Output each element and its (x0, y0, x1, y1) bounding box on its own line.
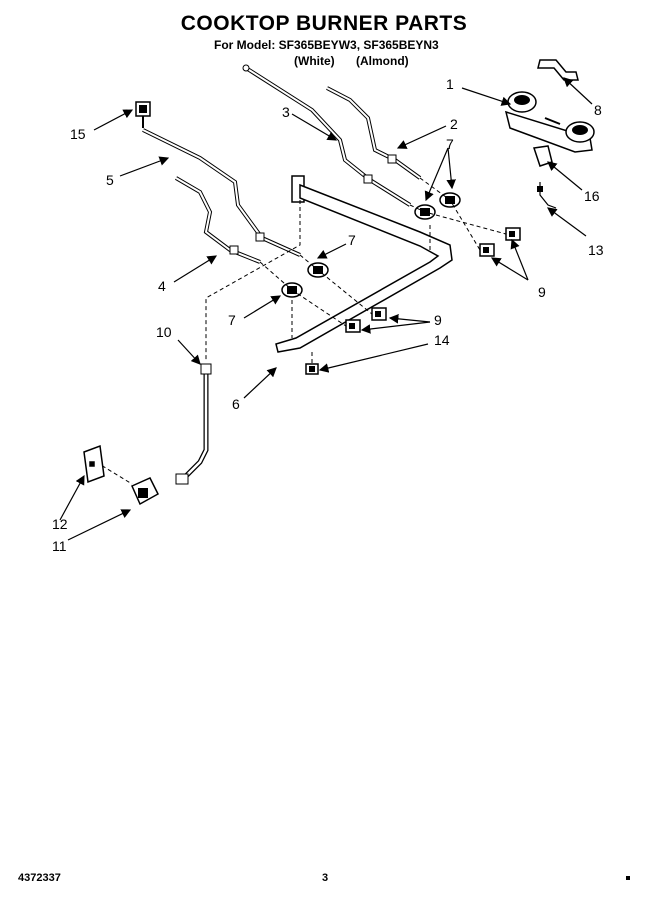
model-line: For Model: SF365BEYW3, SF365BEYN3 (214, 38, 439, 52)
burner-clip-9-d (345, 319, 361, 333)
callout-13: 13 (588, 242, 604, 258)
callout-9-lower: 9 (434, 312, 442, 328)
bracket-8 (537, 59, 579, 81)
variant-almond: (Almond) (356, 54, 409, 68)
callout-12: 12 (52, 516, 68, 532)
assembly-lines (95, 177, 507, 485)
electrode-13 (537, 182, 557, 209)
fitting-15 (135, 101, 151, 128)
callout-1: 1 (446, 76, 454, 92)
burner-clip-9-a (505, 227, 521, 241)
burner-base-1 (504, 91, 595, 153)
corner-mark (626, 876, 630, 880)
gas-tube-2 (326, 86, 422, 180)
burner-clip-9-c (371, 307, 387, 321)
page-number: 3 (322, 872, 329, 884)
screw-14 (305, 363, 319, 375)
page-title: COOKTOP BURNER PARTS (180, 12, 468, 35)
leader-lines (59, 77, 593, 541)
callout-7-left: 7 (228, 312, 236, 328)
callout-10: 10 (156, 324, 172, 340)
document-number: 4372337 (18, 872, 61, 884)
callout-8: 8 (594, 102, 602, 118)
callout-6: 6 (232, 396, 240, 412)
variant-white: (White) (294, 54, 335, 68)
valve-tube-10 (175, 363, 212, 485)
callout-3: 3 (282, 104, 290, 120)
callout-11: 11 (52, 538, 67, 554)
callout-5: 5 (106, 172, 114, 188)
gas-tube-4 (174, 176, 261, 264)
valve-bracket-12 (83, 444, 105, 484)
manifold-6 (275, 175, 453, 353)
callout-14: 14 (434, 332, 450, 348)
callout-2: 2 (450, 116, 458, 132)
tube-3-end-fitting (242, 64, 250, 72)
burner-clip-9-b (479, 243, 495, 257)
gas-tube-5 (142, 128, 301, 257)
callout-15: 15 (70, 126, 86, 142)
callout-4: 4 (158, 278, 166, 294)
callout-16: 16 (584, 188, 600, 204)
tube-3-nut (363, 174, 373, 184)
valve-11 (131, 477, 159, 506)
callout-9-right: 9 (538, 284, 546, 300)
callout-7-middle: 7 (348, 232, 356, 248)
callout-7-top: 7 (446, 136, 454, 152)
